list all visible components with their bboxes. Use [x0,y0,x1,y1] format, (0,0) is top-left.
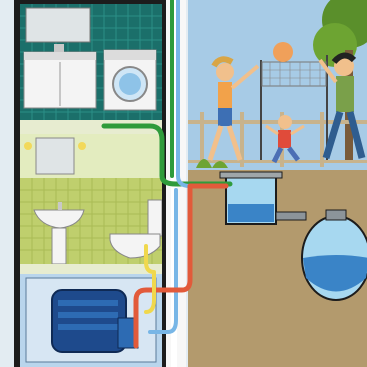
outdoor-scene [188,0,367,367]
connecting-pipe [275,211,307,221]
man-figure [318,52,366,160]
basement-room [20,274,162,367]
kitchen-sink-cabinet [23,44,97,109]
inspection-chamber [219,171,283,225]
bathroom-mirror [35,137,75,175]
kitchen-room [20,4,162,120]
building-cutaway [14,0,186,367]
bathroom-room [20,134,163,265]
underground [219,171,367,301]
septic-tank [301,209,367,301]
wall-lamp-icon [78,142,86,150]
ball [273,42,293,62]
wall-lamp-icon [24,142,32,150]
shrub [196,159,228,168]
child-figure [265,115,305,164]
pipe-red [133,183,229,349]
pump-unit [51,289,139,353]
washbasin [33,202,85,265]
pipe-blue-basement [148,188,178,334]
woman-figure [207,56,260,161]
pipe-yellow [144,244,156,314]
washing-machine [103,49,157,111]
volleyball-net [260,55,328,160]
pipes [101,0,233,367]
pipe-green [101,123,233,187]
